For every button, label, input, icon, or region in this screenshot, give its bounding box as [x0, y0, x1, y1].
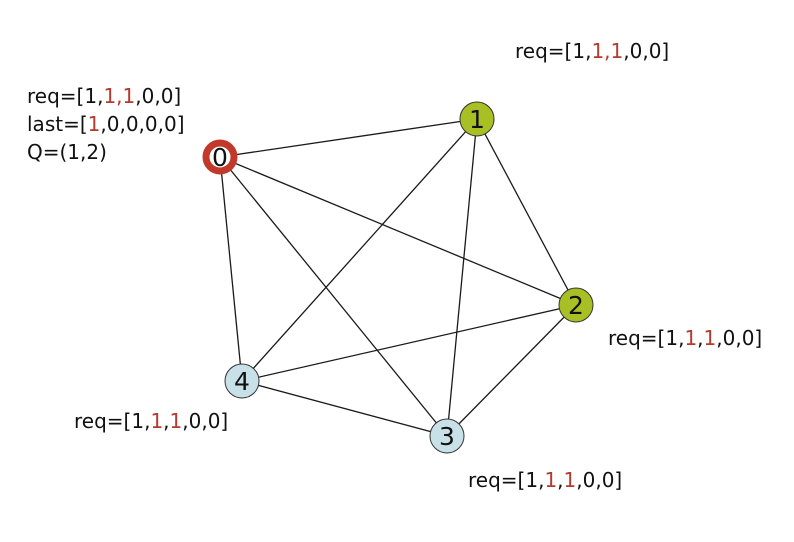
- node-2-req-array: req=[1,1,1,0,0]: [608, 326, 762, 350]
- node-1-label: 1: [469, 105, 485, 134]
- node-3: 3: [429, 418, 465, 454]
- node-0-last-array: last=[1,0,0,0,0]: [27, 112, 185, 136]
- edges: [219, 118, 577, 437]
- node-0-queue: Q=(1,2): [27, 140, 107, 164]
- edge-1-2: [476, 118, 577, 306]
- node-0-label: 0: [212, 143, 228, 172]
- node-2: 2: [558, 287, 594, 323]
- node-3-label: 3: [439, 422, 455, 451]
- node-1-req-array: req=[1,1,1,0,0]: [515, 39, 669, 63]
- node-4-req-array: req=[1,1,1,0,0]: [74, 409, 228, 433]
- edge-0-2: [219, 156, 577, 306]
- node-4: 4: [224, 363, 260, 399]
- node-0-circle: [202, 139, 238, 175]
- edge-0-4: [219, 156, 243, 382]
- node-3-req-array: req=[1,1,1,0,0]: [468, 468, 622, 492]
- node-1: 1: [459, 101, 495, 137]
- node-2-circle: [558, 287, 594, 323]
- edge-3-4: [241, 380, 448, 437]
- edge-0-3: [219, 156, 448, 437]
- node-4-label: 4: [234, 367, 250, 396]
- edge-0-1: [219, 118, 478, 158]
- edge-1-4: [241, 118, 478, 382]
- edge-1-3: [446, 118, 478, 437]
- node-3-circle: [429, 418, 465, 454]
- node-0-req-array: req=[1,1,1,0,0]: [27, 84, 181, 108]
- node-4-circle: [224, 363, 260, 399]
- node-0: 0: [202, 139, 238, 175]
- edge-2-3: [446, 304, 577, 437]
- node-2-label: 2: [568, 291, 584, 320]
- edge-2-4: [241, 304, 577, 382]
- node-1-circle: [459, 101, 495, 137]
